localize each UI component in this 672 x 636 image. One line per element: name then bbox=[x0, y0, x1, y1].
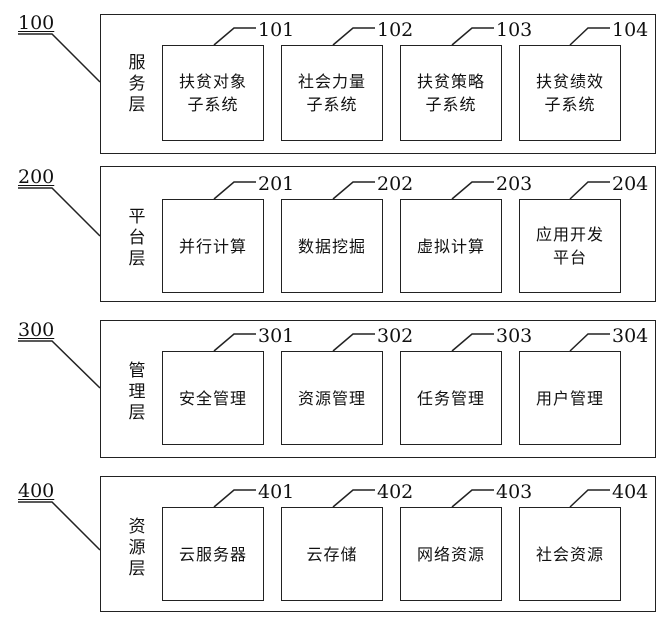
module-box-301: 安全管理 bbox=[162, 351, 264, 445]
module-box-204: 应用开发平台 bbox=[519, 199, 621, 293]
module-number-204: 204 bbox=[612, 173, 649, 195]
layer-number-100: 100 bbox=[18, 12, 55, 34]
module-number-403: 403 bbox=[496, 481, 533, 503]
module-box-404: 社会资源 bbox=[519, 507, 621, 601]
module-box-104: 扶贫绩效子系统 bbox=[519, 45, 621, 141]
module-number-202: 202 bbox=[377, 173, 414, 195]
leader-line-300 bbox=[18, 340, 101, 389]
module-box-403: 网络资源 bbox=[400, 507, 502, 601]
module-box-304: 用户管理 bbox=[519, 351, 621, 445]
module-box-203: 虚拟计算 bbox=[400, 199, 502, 293]
module-box-103: 扶贫策略子系统 bbox=[400, 45, 502, 141]
leader-line-100 bbox=[18, 33, 101, 83]
module-number-103: 103 bbox=[496, 19, 533, 41]
module-number-302: 302 bbox=[377, 325, 414, 347]
module-number-203: 203 bbox=[496, 173, 533, 195]
module-number-401: 401 bbox=[258, 481, 295, 503]
module-box-302: 资源管理 bbox=[281, 351, 383, 445]
layer-label-platform: 平 台 层 bbox=[128, 207, 146, 269]
leader-line-400 bbox=[18, 501, 101, 551]
module-box-102: 社会力量子系统 bbox=[281, 45, 383, 141]
module-number-301: 301 bbox=[258, 325, 295, 347]
module-number-104: 104 bbox=[612, 19, 649, 41]
module-number-102: 102 bbox=[377, 19, 414, 41]
layer-number-300: 300 bbox=[18, 319, 55, 341]
module-box-201: 并行计算 bbox=[162, 199, 264, 293]
module-number-201: 201 bbox=[258, 173, 295, 195]
module-box-202: 数据挖掘 bbox=[281, 199, 383, 293]
layer-number-200: 200 bbox=[18, 166, 55, 188]
module-number-404: 404 bbox=[612, 481, 649, 503]
leader-line-200 bbox=[18, 187, 101, 237]
layer-label-resource: 资 源 层 bbox=[128, 517, 146, 579]
module-box-101: 扶贫对象子系统 bbox=[162, 45, 264, 141]
module-number-303: 303 bbox=[496, 325, 533, 347]
layer-number-400: 400 bbox=[18, 480, 55, 502]
module-box-402: 云存储 bbox=[281, 507, 383, 601]
module-box-303: 任务管理 bbox=[400, 351, 502, 445]
module-number-101: 101 bbox=[258, 19, 295, 41]
layer-label-management: 管 理 层 bbox=[128, 361, 146, 423]
module-number-402: 402 bbox=[377, 481, 414, 503]
module-number-304: 304 bbox=[612, 325, 649, 347]
layer-label-service: 服 务 层 bbox=[128, 53, 146, 115]
module-box-401: 云服务器 bbox=[162, 507, 264, 601]
